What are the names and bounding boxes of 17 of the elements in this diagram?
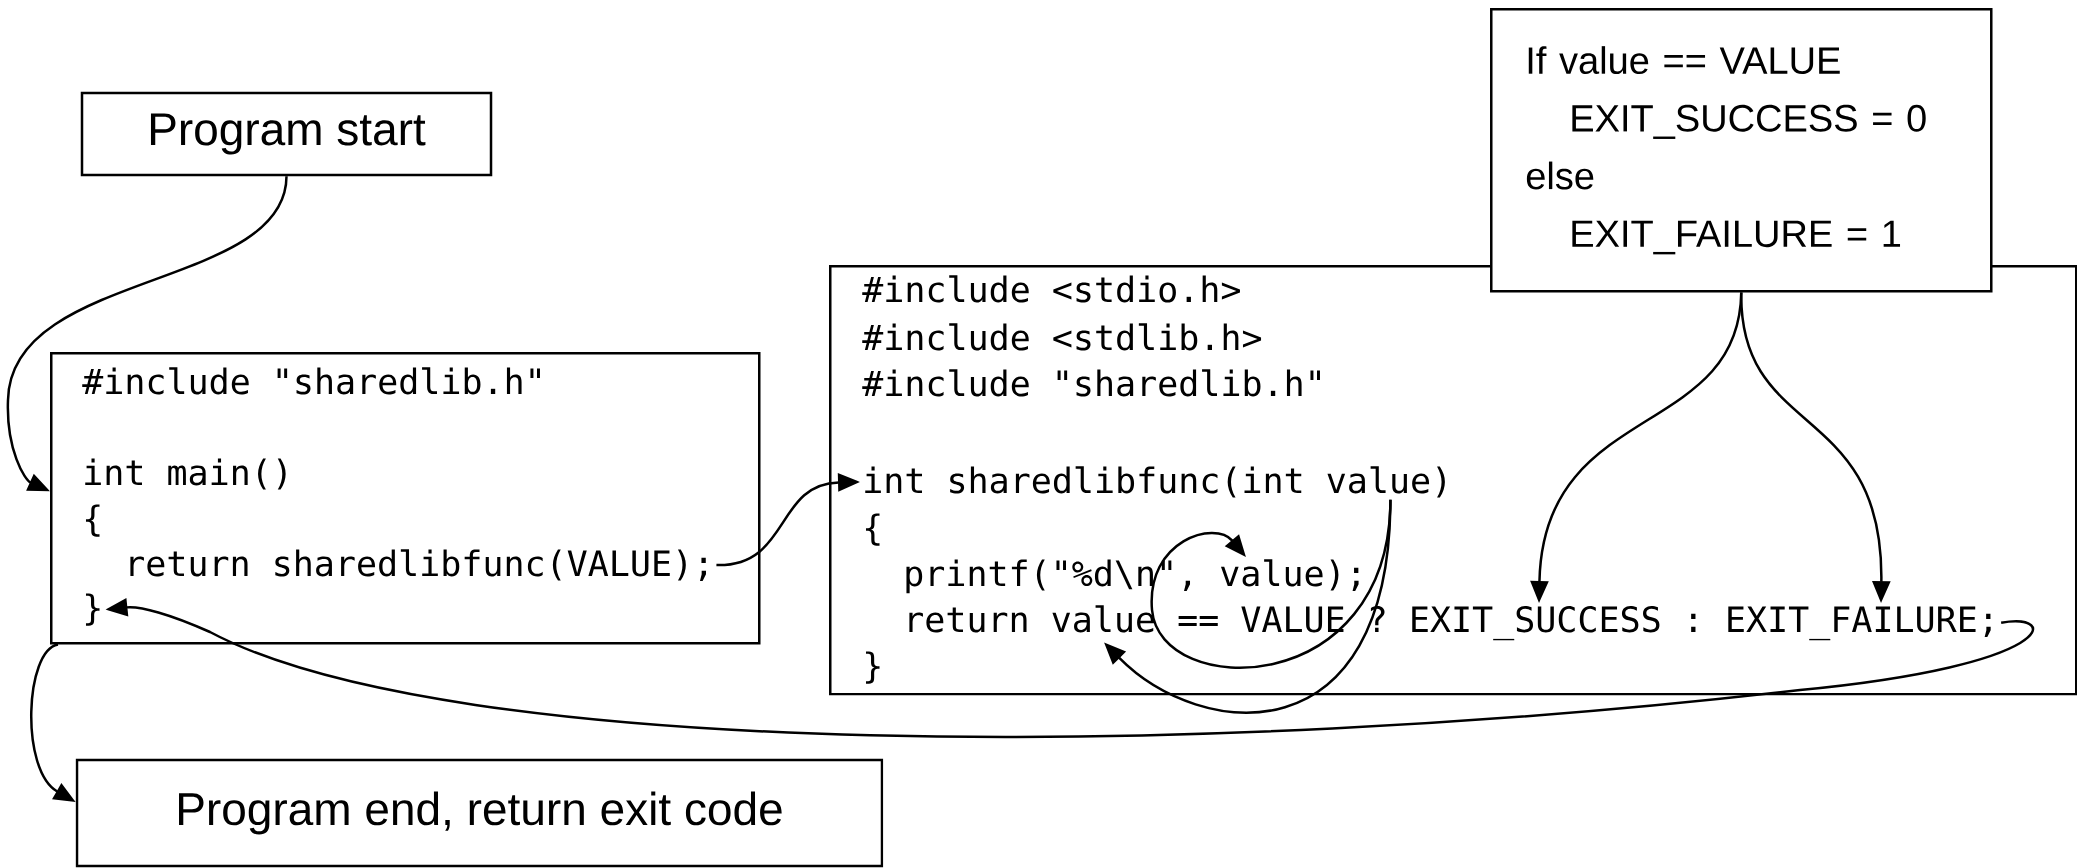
- code-line: {: [86, 504, 100, 537]
- code-line: #include <stdio.h>: [862, 275, 1240, 303]
- code-line: {: [866, 513, 880, 546]
- code-line: #include <stdlib.h>: [862, 323, 1262, 351]
- text-box: Program end, return exit code: [75, 758, 884, 868]
- code-line: }: [86, 593, 100, 626]
- code-box: [50, 352, 761, 645]
- code-line: int sharedlibfunc(int value): [865, 466, 1445, 498]
- arrow: [6, 176, 288, 492]
- code-line: }: [866, 651, 880, 684]
- text-box: Program start: [80, 91, 493, 177]
- code-line: #include "sharedlib.h": [862, 369, 1320, 397]
- code-line: int main(): [85, 458, 286, 490]
- code-line: return value == VALUE ? EXIT_SUCCESS : EXIT_FAILURE;: [909, 605, 1991, 641]
- code-line: return sharedlibfunc(VALUE);: [130, 549, 706, 581]
- code-line: #include "sharedlib.h": [82, 367, 540, 395]
- note-box: If value == VALUE EXIT_SUCCESS = 0 else EXIT_FAILURE = 1: [1490, 8, 1993, 293]
